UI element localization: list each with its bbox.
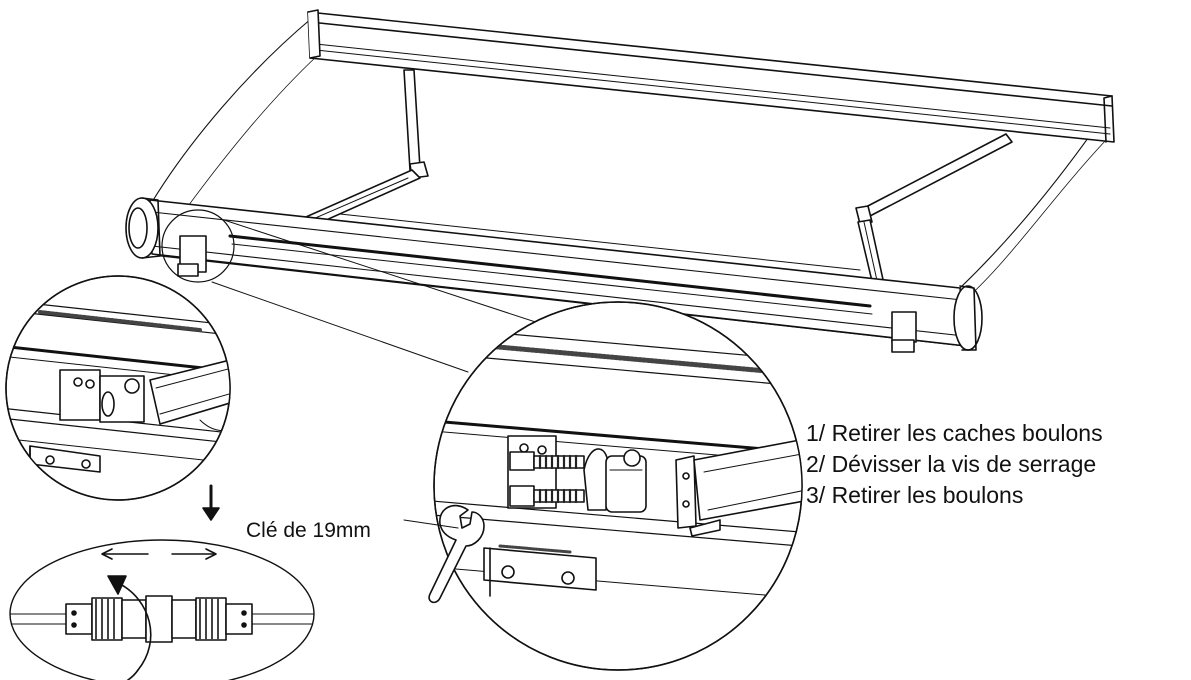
- double-arrow-icon: [101, 548, 217, 560]
- left-end-cap: [125, 197, 159, 259]
- awning-main-view: [125, 9, 1115, 373]
- zoom-marker-circle: [161, 209, 235, 283]
- wrench-leader-line: [403, 519, 459, 529]
- connector-detail-ellipse: [9, 539, 315, 680]
- instruction-steps: 1/ Retirer les caches boulons 2/ Dévisse…: [806, 418, 1103, 511]
- step-1: 1/ Retirer les caches boulons: [806, 420, 1103, 446]
- bracket-detail-circle: [433, 301, 803, 671]
- right-end-cap: [953, 285, 983, 351]
- zoom-line-top: [223, 219, 561, 331]
- roller-tube: [125, 197, 983, 353]
- right-arm: [855, 133, 1013, 333]
- arrow-down-icon: [202, 484, 220, 521]
- front-bar: [307, 9, 1115, 143]
- wrench-icon: [428, 504, 485, 604]
- step-3: 3/ Retirer les boulons: [806, 482, 1024, 508]
- fabric-left-edge: [151, 17, 313, 203]
- step-2: 2/ Dévisser la vis de serrage: [806, 451, 1097, 477]
- left-detail-circle: [5, 275, 231, 501]
- rotate-arrow-icon: [107, 575, 152, 680]
- right-bracket: [891, 311, 917, 343]
- fabric-right-edge-2: [964, 139, 1107, 301]
- wrench-label: Clé de 19mm: [246, 519, 371, 542]
- zoom-line-bottom: [211, 281, 469, 373]
